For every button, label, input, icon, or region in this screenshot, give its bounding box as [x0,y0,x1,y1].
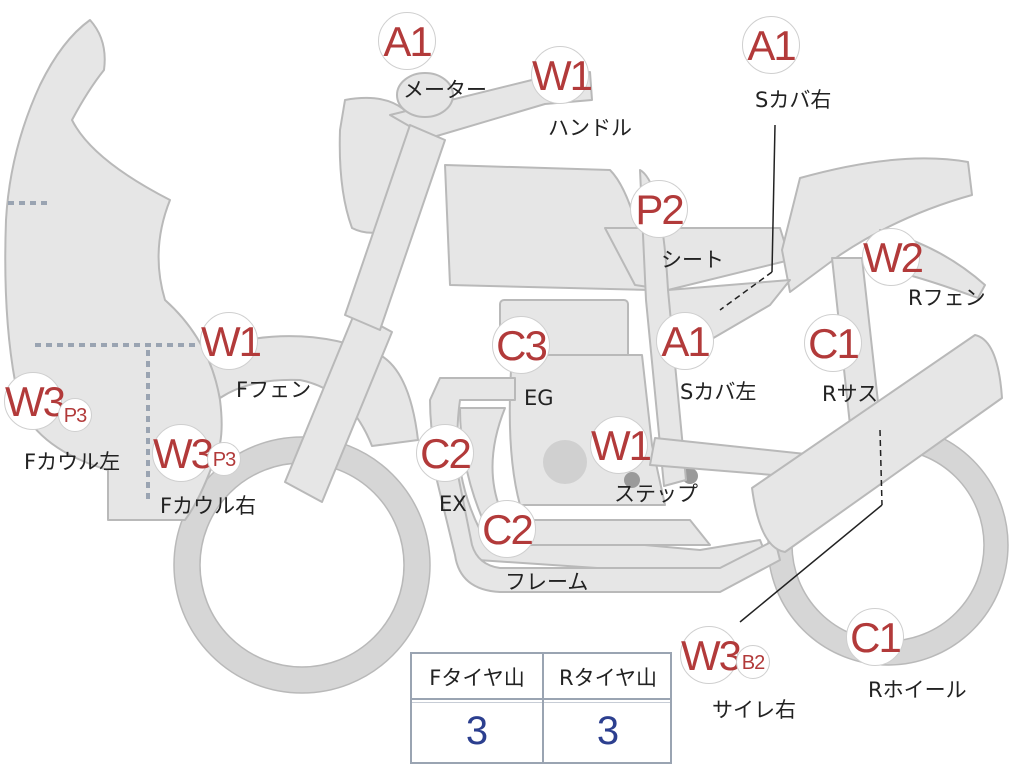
label-seat: シート [661,248,724,272]
label-scover-right: Sカバ右 [755,88,832,112]
badge-r-wheel: C1 [846,608,904,666]
badge-scover-left: A1 [656,312,714,370]
label-meter: メーター [403,78,487,102]
front-tire-header: Fタイヤ山 [429,666,525,690]
front-tire-value: 3 [465,709,489,753]
label-exhaust: EX [439,492,467,516]
tire-tread-table: Fタイヤ山 Rタイヤ山 3 3 [410,652,672,764]
label-scover-left: Sカバ左 [680,380,757,404]
badge-f-cowl-left-sub: P3 [58,398,92,432]
badge-seat: P2 [630,180,688,238]
label-r-wheel: Rホイール [868,678,967,702]
label-frame: フレーム [505,570,589,594]
label-f-cowl-right: Fカウル右 [160,494,257,518]
table-divider [412,698,670,700]
frame-down [344,124,446,331]
badge-f-cowl-right-sub: P3 [207,442,241,476]
badge-r-fender: W2 [862,228,924,286]
badge-f-cowl-right: W3 [152,424,214,482]
table-divider-inner [412,702,670,703]
label-f-cowl-left: Fカウル左 [24,450,121,474]
label-r-fender: Rフェン [908,286,986,310]
tail-cowl [781,157,973,293]
badge-r-suspension: C1 [804,314,862,372]
muffler [751,334,1003,553]
label-r-suspension: Rサス [822,382,879,406]
label-handle: ハンドル [548,116,632,140]
rear-tire-value: 3 [596,709,620,753]
badge-silencer-right-sub: B2 [736,645,770,679]
label-silencer-right: サイレ右 [712,698,796,722]
label-engine: EG [524,386,554,410]
label-f-fender: Fフェン [236,378,312,402]
label-step: ステップ [614,482,698,506]
table-column-divider [542,654,544,762]
badge-engine: C3 [492,316,550,374]
rear-tire-header: Rタイヤ山 [559,666,657,690]
badge-silencer-right: W3 [680,626,742,684]
badge-step: W1 [590,416,652,474]
badge-handle: W1 [531,46,593,104]
badge-f-cowl-left: W3 [4,372,66,430]
badge-exhaust: C2 [416,424,474,482]
badge-meter: A1 [378,12,436,70]
badge-f-fender: W1 [200,312,262,370]
badge-frame: C2 [478,500,536,558]
badge-scover-right: A1 [742,16,800,74]
